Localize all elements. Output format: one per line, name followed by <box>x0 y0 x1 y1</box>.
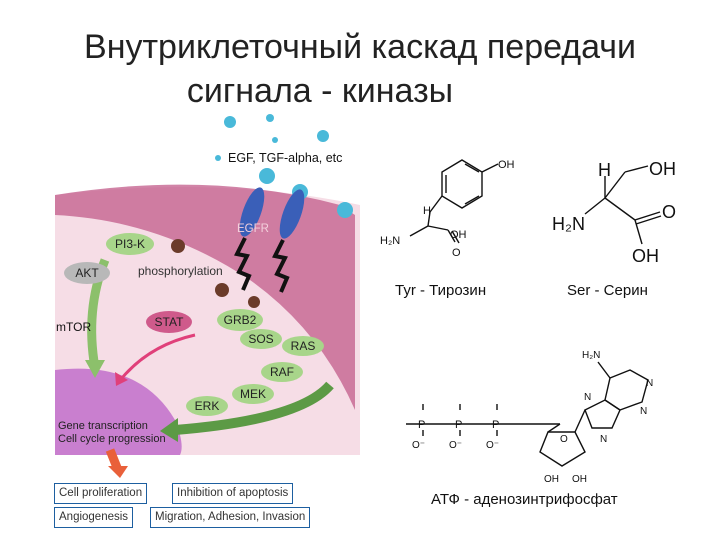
phospho-groups <box>171 239 260 308</box>
ser-oh: OH <box>649 159 676 179</box>
node-mek: MEK <box>232 384 274 404</box>
tyr-caption: Tyr - Тирозин <box>395 282 487 299</box>
ser-h: H <box>598 160 611 180</box>
node-erk: ERK <box>186 396 228 416</box>
ligand-label: EGF, TGF-alpha, etc <box>228 151 343 165</box>
atp-o3: O⁻ <box>486 440 499 451</box>
tyr-h: H <box>423 205 431 217</box>
nucleus <box>55 368 182 455</box>
node-stat: STAT <box>146 311 192 333</box>
tyr-ring <box>441 159 483 209</box>
node-sos: SOS <box>240 329 282 349</box>
nucleus-label-2: Cell cycle progression <box>58 433 166 445</box>
node-raf: RAF <box>261 362 303 382</box>
tyr-h2n: H₂N <box>380 235 400 247</box>
atp-p1: P <box>418 419 425 431</box>
ligand-particles <box>215 114 353 218</box>
atp-h2n: H₂N <box>582 350 600 361</box>
atp-o1: O⁻ <box>412 440 425 451</box>
atp-ring-o: O <box>560 434 568 445</box>
atp-p2: P <box>455 419 462 431</box>
atp-p3: P <box>492 419 499 431</box>
receptor-tail-right <box>272 239 290 293</box>
node-mtor: mTOR <box>56 320 92 334</box>
atp-n3: N <box>584 392 591 403</box>
receptor-tail-left <box>234 237 252 291</box>
receptor-left <box>239 187 265 237</box>
outcome-box: Cell proliferation <box>54 483 148 504</box>
outcome-box: Migration, Adhesion, Invasion <box>150 507 311 528</box>
atp-n4: N <box>600 434 607 445</box>
title-line-1: Внутриклеточный каскад передачи <box>84 28 636 66</box>
atp-oh2: OH <box>572 474 587 485</box>
phosphorylation-label: phosphorylation <box>138 264 223 278</box>
atp-oh1: OH <box>544 474 559 485</box>
tyr-oh: OH <box>498 159 515 171</box>
tyr-o-top: OH <box>450 229 467 241</box>
title-line-2: сигнала - киназы <box>186 72 454 110</box>
node-grb2: GRB2 <box>217 309 263 331</box>
cell-membrane <box>55 184 355 410</box>
atp-ribose <box>539 431 586 467</box>
ser-oh-bottom: OH <box>632 246 659 266</box>
tyr-o: O <box>452 247 461 259</box>
arrow-erk-nucleus <box>174 381 334 435</box>
node-akt: AKT <box>64 262 110 284</box>
outcome-box: Inhibition of apoptosis <box>172 483 294 504</box>
atp-n2: N <box>640 406 647 417</box>
atp-imidazole <box>584 399 621 429</box>
atp-o2: O⁻ <box>449 440 462 451</box>
node-ras: RAS <box>282 336 324 356</box>
node-pi3k: PI3-K <box>106 233 154 255</box>
atp-n1: N <box>646 378 653 389</box>
atp-pyrimidine <box>604 369 649 411</box>
outcome-box: Angiogenesis <box>54 507 134 528</box>
receptor-right <box>279 189 305 239</box>
ser-o: O <box>662 202 676 222</box>
ser-h2n: H₂N <box>552 214 585 234</box>
nucleus-label-1: Gene transcription <box>58 420 148 432</box>
receptor-label: EGFR <box>237 223 269 235</box>
atp-caption: АТФ - аденозинтрифосфат <box>431 491 618 508</box>
arrow-stat-nucleus <box>120 333 196 379</box>
ser-caption: Ser - Серин <box>567 282 648 299</box>
